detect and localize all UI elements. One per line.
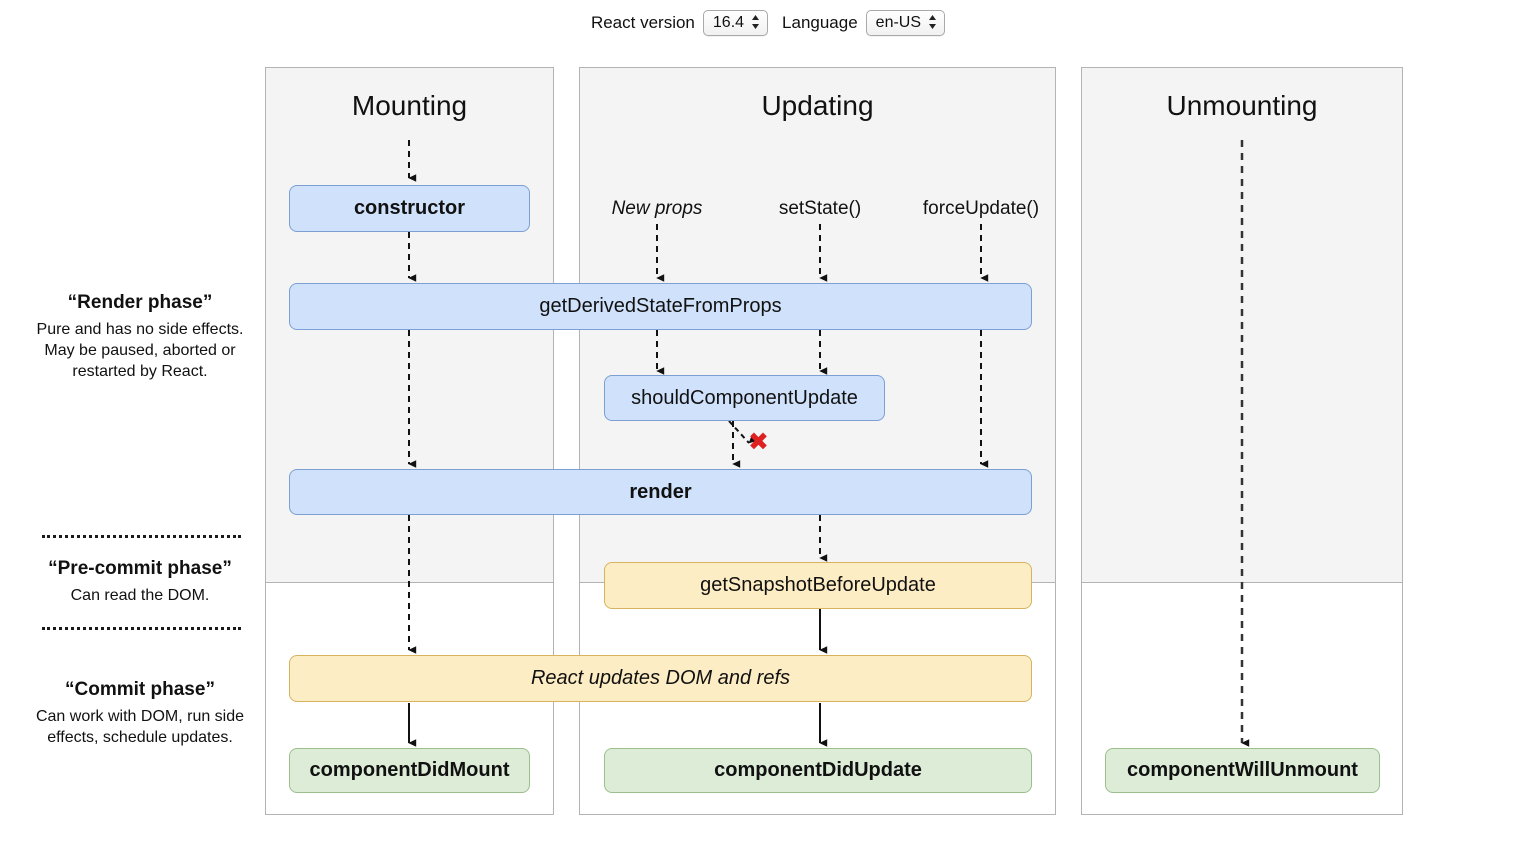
phase-commit-description: Can work with DOM, run side effects, sch…	[35, 708, 245, 747]
react-version-select[interactable]: 16.4	[702, 9, 769, 37]
phase-pre-commit: “Pre-commit phase” Can read the DOM.	[32, 558, 248, 606]
skip-render-x-icon: ✖	[748, 427, 769, 456]
node-get-derived-state-from-props[interactable]: getDerivedStateFromProps	[289, 283, 1032, 330]
phase-commit: “Commit phase” Can work with DOM, run si…	[32, 679, 248, 748]
stepper-arrows-icon	[928, 14, 937, 30]
node-get-snapshot-before-update[interactable]: getSnapshotBeforeUpdate	[604, 562, 1032, 609]
language-select[interactable]: en-US	[865, 9, 946, 37]
stepper-arrows-icon	[751, 14, 760, 30]
language-control: Language en-US	[782, 9, 946, 37]
phase-render: “Render phase” Pure and has no side effe…	[32, 292, 248, 382]
react-version-control: React version 16.4	[590, 9, 769, 37]
column-title-mounting: Mounting	[351, 90, 468, 121]
panel-unmounting-render-region	[1082, 68, 1402, 583]
toolbar: React version 16.4 Language en-US	[0, 0, 1536, 46]
react-version-value: 16.4	[712, 13, 745, 31]
trigger-set-state: setState()	[778, 198, 862, 219]
column-title-unmounting: Unmounting	[1166, 90, 1318, 121]
phase-pre-commit-description: Can read the DOM.	[70, 587, 210, 604]
phase-render-description: Pure and has no side effects. May be pau…	[36, 321, 244, 381]
phase-commit-title: “Commit phase”	[65, 679, 215, 700]
language-value: en-US	[875, 13, 922, 31]
phase-pre-commit-title: “Pre-commit phase”	[48, 558, 232, 579]
node-component-will-unmount[interactable]: componentWillUnmount	[1105, 748, 1380, 793]
node-react-updates-dom-and-refs[interactable]: React updates DOM and refs	[289, 655, 1032, 702]
phase-divider-bottom	[42, 627, 241, 630]
trigger-new-props: New props	[611, 198, 703, 219]
node-render[interactable]: render	[289, 469, 1032, 515]
language-label: Language	[782, 13, 858, 32]
trigger-force-update: forceUpdate()	[922, 198, 1040, 219]
node-should-component-update[interactable]: shouldComponentUpdate	[604, 375, 885, 421]
phase-divider-top	[42, 535, 241, 538]
node-component-did-mount[interactable]: componentDidMount	[289, 748, 530, 793]
node-constructor[interactable]: constructor	[289, 185, 530, 232]
react-version-label: React version	[590, 13, 695, 32]
node-component-did-update[interactable]: componentDidUpdate	[604, 748, 1032, 793]
phase-render-title: “Render phase”	[67, 292, 213, 313]
column-title-updating: Updating	[761, 90, 874, 121]
